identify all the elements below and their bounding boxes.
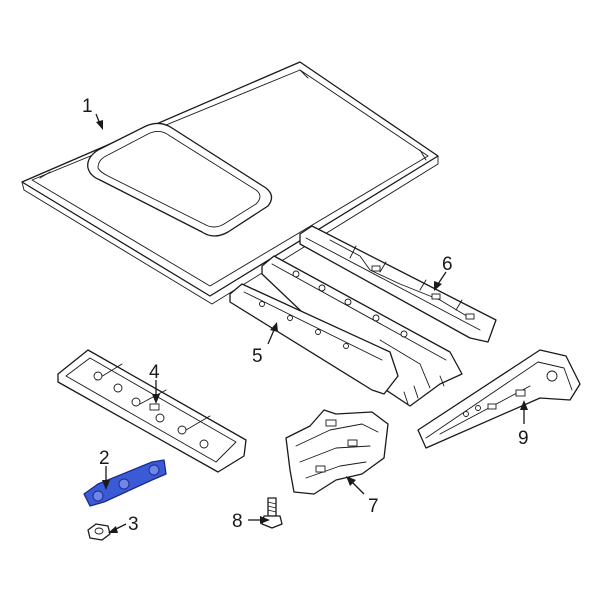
- callout-3: 3: [128, 514, 139, 535]
- pillar-reinforcement[interactable]: [285, 409, 389, 495]
- callout-6: 6: [442, 254, 453, 275]
- highlighted-bracket[interactable]: [83, 459, 167, 507]
- callout-2: 2: [99, 448, 110, 469]
- callout-7: 7: [368, 496, 379, 517]
- front-cross-member[interactable]: [57, 349, 247, 473]
- side-roof-rail[interactable]: [417, 349, 581, 449]
- roof-bow[interactable]: [229, 255, 463, 407]
- bolt[interactable]: [261, 497, 283, 529]
- callout-5: 5: [252, 346, 263, 367]
- callout-1: 1: [82, 96, 93, 117]
- roof-panel[interactable]: [21, 61, 439, 305]
- nut[interactable]: [87, 523, 111, 541]
- callout-8: 8: [232, 511, 243, 532]
- rear-roof-rail[interactable]: [299, 225, 497, 343]
- callout-4: 4: [149, 362, 160, 383]
- callout-9: 9: [518, 428, 529, 449]
- leader-lines: [95, 113, 528, 533]
